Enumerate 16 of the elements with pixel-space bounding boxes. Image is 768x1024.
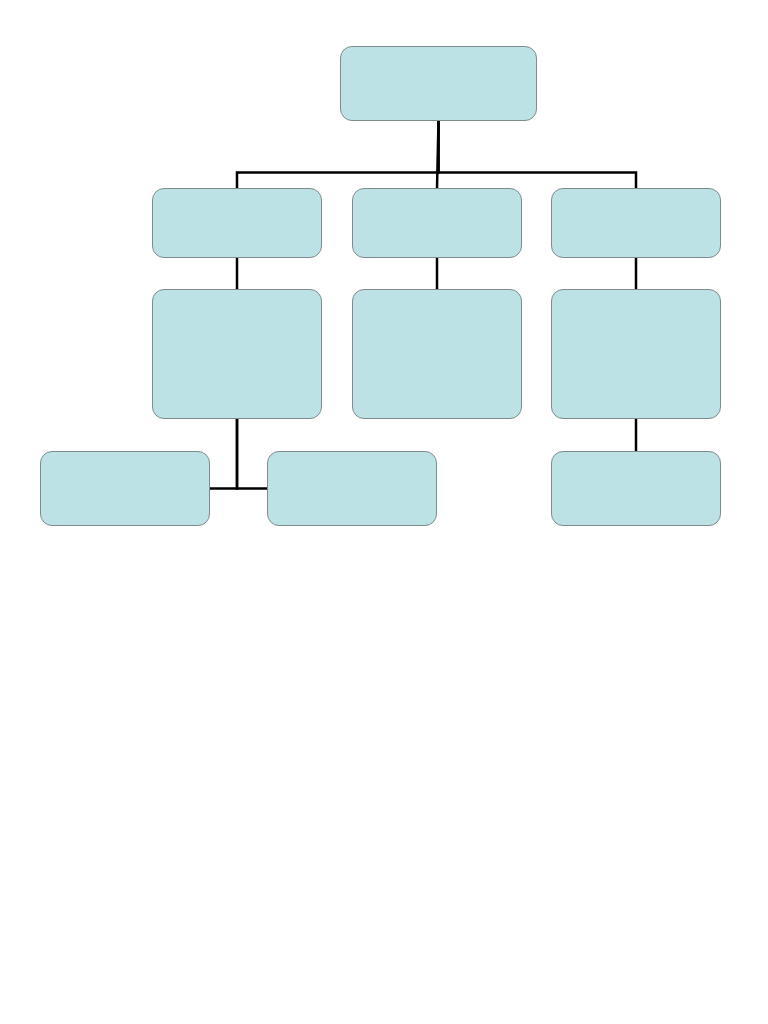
connector-line (634, 419, 638, 451)
org-chart-box (267, 451, 437, 526)
connector-line (634, 258, 638, 289)
connector-line (235, 419, 267, 490)
connector-line (235, 258, 239, 289)
org-chart-box (152, 289, 322, 419)
connector-line (437, 121, 638, 188)
org-chart-box (352, 188, 522, 258)
org-chart-box (40, 451, 210, 526)
org-chart-box (551, 188, 721, 258)
org-chart-box (352, 289, 522, 419)
org-chart-box (340, 46, 537, 121)
connector-line (435, 258, 439, 289)
org-chart-box (551, 289, 721, 419)
org-chart-box (152, 188, 322, 258)
org-chart-box (551, 451, 721, 526)
